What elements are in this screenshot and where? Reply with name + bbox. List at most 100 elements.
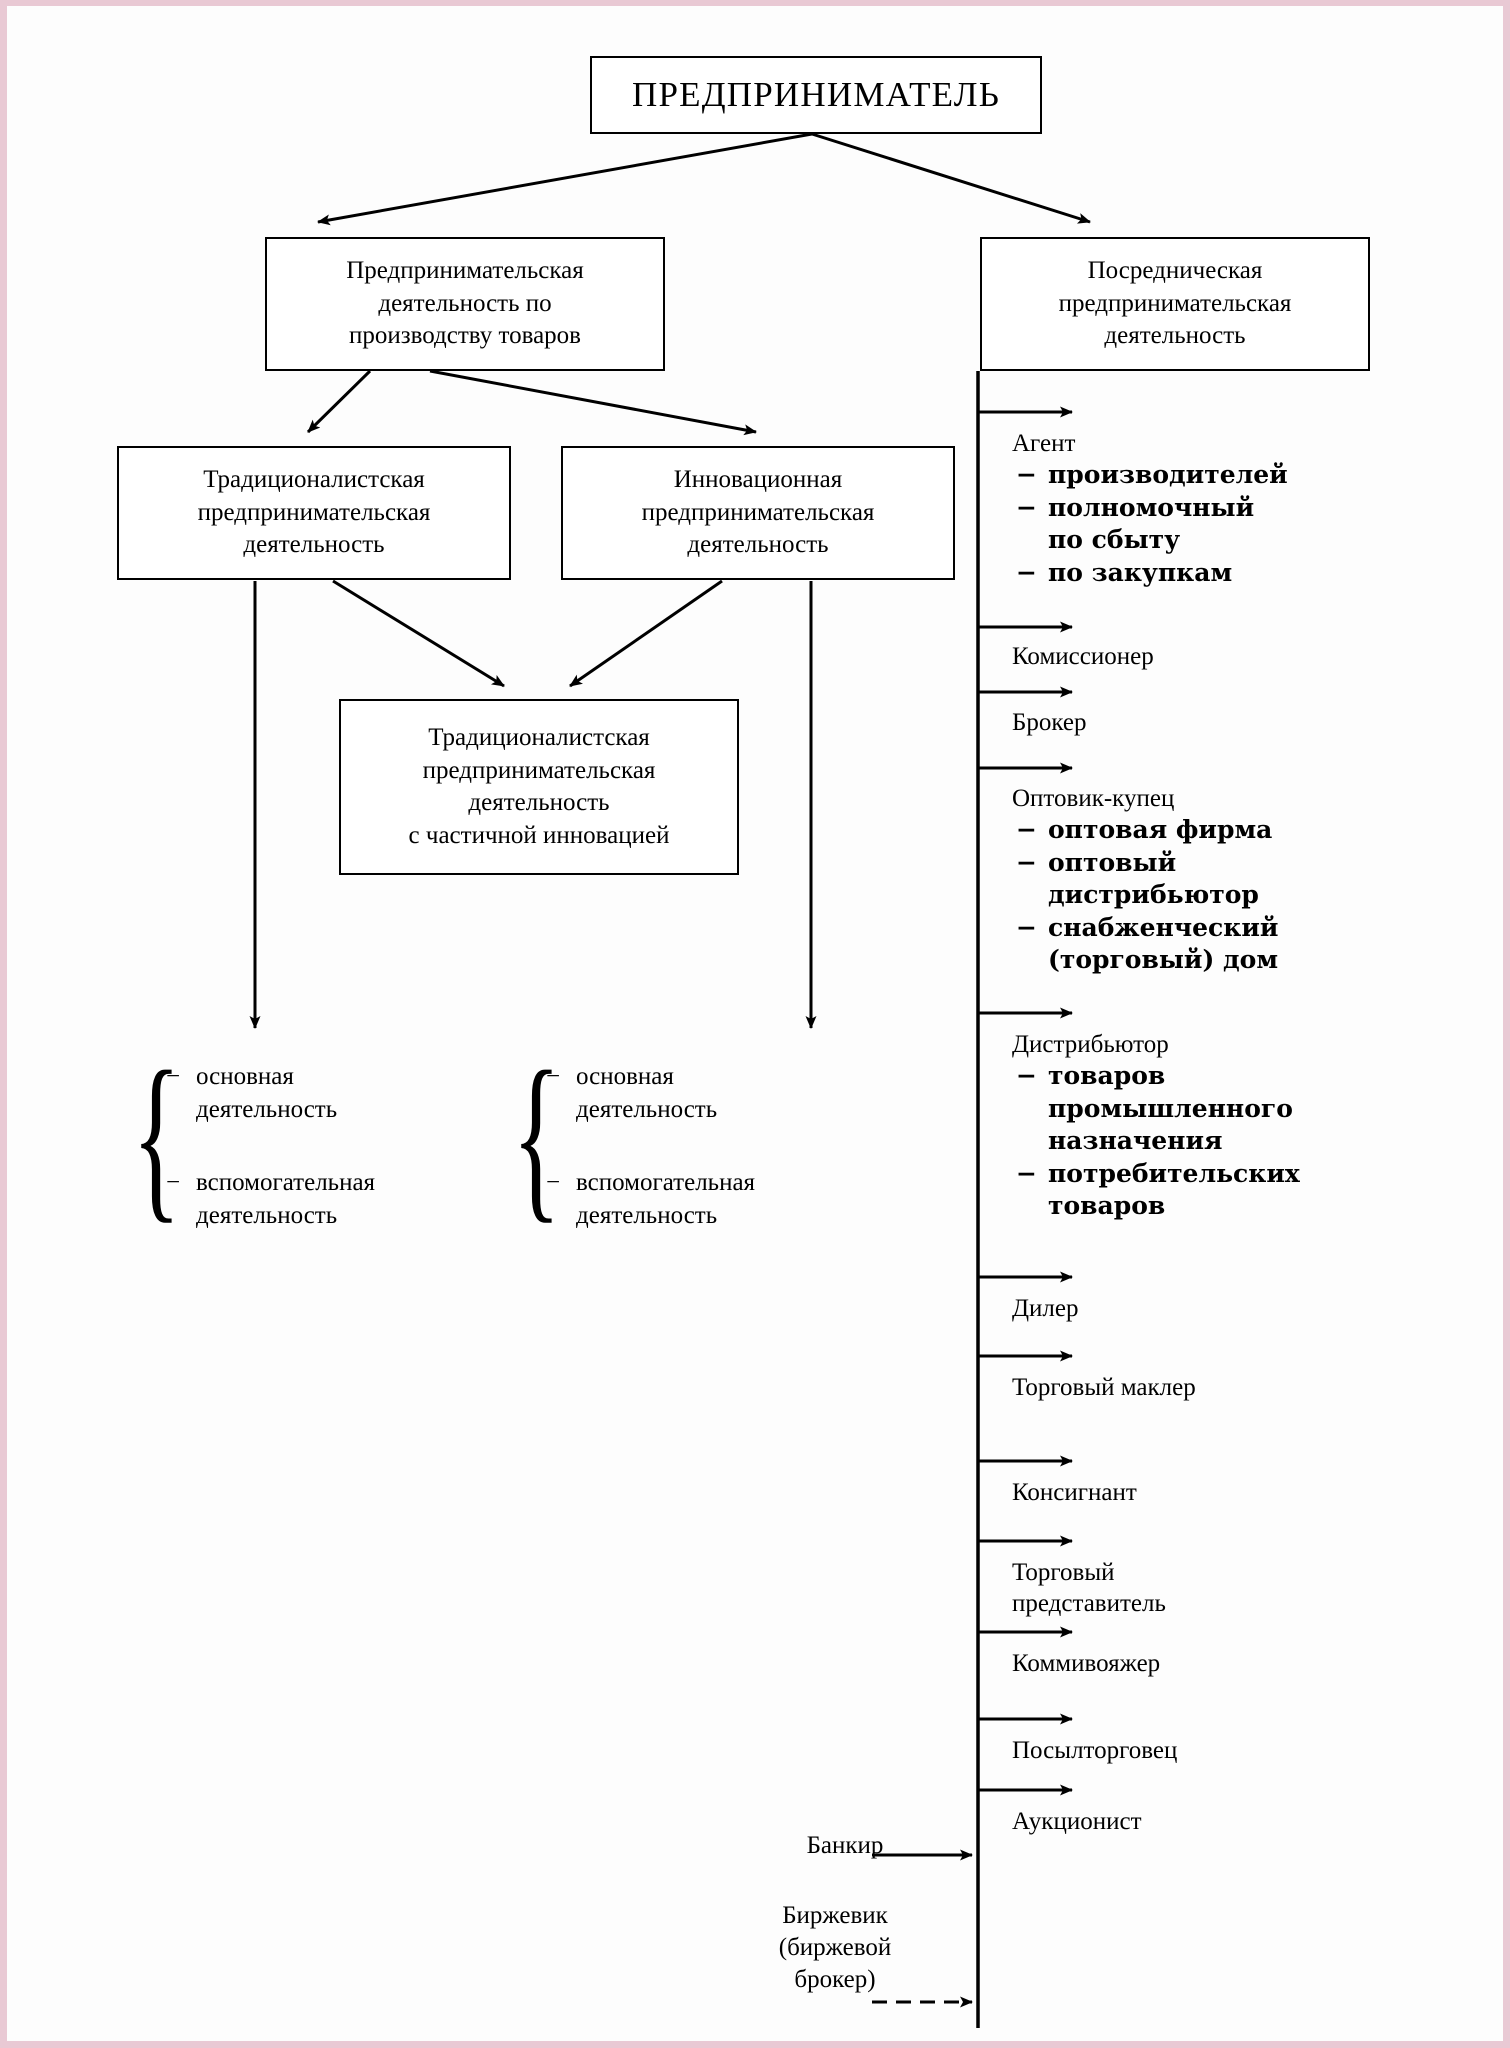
box-innovative-line3: деятельность xyxy=(687,531,829,559)
box-production-activity[interactable]: Предпринимательская деятельность по прои… xyxy=(265,237,665,371)
list-item-broker[interactable]: Брокер xyxy=(1012,707,1342,738)
box-traditional-activity[interactable]: Традиционалистская предпринимательская д… xyxy=(117,446,511,580)
list-item-distributor-label: Дистрибьютор xyxy=(1012,1031,1169,1058)
sublist-distributor-item-1-line2: товаров xyxy=(1048,1191,1166,1221)
brace-right-item-main: − основная деятельность xyxy=(546,1060,846,1126)
dash-icon: − xyxy=(1016,492,1037,522)
sublist-agent-item-1-line2: по сбыту xyxy=(1048,525,1181,555)
list-item-commission-agent-label: Комиссионер xyxy=(1012,643,1154,670)
label-exchange-broker-line3: брокер) xyxy=(794,1966,876,1993)
list-item-agent[interactable]: Агент − производителей − полномочный по … xyxy=(1012,428,1342,589)
box-partial-line1: Традиционалистская xyxy=(428,724,650,751)
label-banker-text: Банкир xyxy=(806,1832,884,1859)
dash-icon: − xyxy=(546,1169,561,1196)
list-item-trade-broker[interactable]: Торговый маклер xyxy=(1012,1372,1342,1403)
page-edge-right xyxy=(1503,0,1510,2048)
list-item-commission-agent[interactable]: Комиссионер xyxy=(1012,641,1342,672)
curly-brace-icon: { xyxy=(132,1034,181,1239)
dash-icon: − xyxy=(546,1063,561,1090)
list-item-mail-order-trader[interactable]: Посылторговец xyxy=(1012,1735,1342,1766)
label-exchange-broker[interactable]: Биржевик (биржевой брокер) xyxy=(735,1900,935,1996)
list-item-sales-representative-label-line2: представитель xyxy=(1012,1590,1166,1618)
list-item-distributor[interactable]: Дистрибьютор − товаров промышленного наз… xyxy=(1012,1029,1342,1223)
sublist-wholesale-item-1-line2: дистрибьютор xyxy=(1048,880,1259,910)
list-item-sales-representative-label-line1: Торговый xyxy=(1012,1559,1115,1586)
dash-icon: − xyxy=(166,1063,181,1090)
sublist-wholesale-item-0: − оптовая фирма xyxy=(1012,814,1342,847)
list-item-dealer[interactable]: Дилер xyxy=(1012,1293,1342,1324)
spacer xyxy=(166,1126,466,1166)
sublist-agent-item-2: − по закупкам xyxy=(1012,557,1342,590)
page-edge-bottom xyxy=(0,2041,1510,2048)
sublist-wholesale-merchant: − оптовая фирма − оптовый дистрибьютор −… xyxy=(1012,814,1342,977)
sublist-distributor: − товаров промышленного назначения − пот… xyxy=(1012,1060,1342,1223)
box-partial-line2: предпринимательская xyxy=(422,756,656,784)
dash-icon: − xyxy=(166,1169,181,1196)
list-item-consignor-label: Консигнант xyxy=(1012,1479,1137,1506)
box-traditional-line3: деятельность xyxy=(243,531,385,559)
box-mediation-activity[interactable]: Посредническая предпринимательская деяте… xyxy=(980,237,1370,371)
sublist-wholesale-item-2: − снабженческий (торговый) дом xyxy=(1012,912,1342,977)
spacer xyxy=(546,1126,846,1166)
box-traditional-line1: Традиционалистская xyxy=(203,466,425,494)
brace-left-item-main-line1: основная xyxy=(196,1063,294,1090)
sublist-agent-item-0-line1: производителей xyxy=(1048,460,1288,490)
box-traditional-line2: предпринимательская xyxy=(197,498,431,526)
sublist-wholesale-item-2-line2: (торговый) дом xyxy=(1048,945,1279,975)
sublist-distributor-item-0-line2: промышленного xyxy=(1048,1093,1293,1123)
sublist-agent: − производителей − полномочный по сбыту … xyxy=(1012,459,1342,589)
sublist-agent-item-0: − производителей xyxy=(1012,459,1342,492)
box-innovative-activity[interactable]: Инновационная предпринимательская деятел… xyxy=(561,446,955,580)
box-mediation-line3: деятельность xyxy=(1104,322,1246,350)
sublist-distributor-item-0-line1: товаров xyxy=(1048,1061,1166,1091)
list-item-auctioneer[interactable]: Аукционист xyxy=(1012,1806,1342,1837)
box-production-line1: Предпринимательская xyxy=(346,257,584,285)
box-partial-line4: с частичной инновацией xyxy=(408,821,670,849)
brace-right-item-aux: − вспомогательная деятельность xyxy=(546,1166,846,1232)
brace-right-item-aux-line1: вспомогательная xyxy=(576,1169,756,1196)
sublist-wholesale-item-0-line1: оптовая фирма xyxy=(1048,815,1273,845)
sublist-distributor-item-1-line1: потребительских xyxy=(1048,1158,1300,1188)
list-item-consignor[interactable]: Консигнант xyxy=(1012,1477,1342,1508)
box-production-line2: деятельность по xyxy=(378,289,552,317)
box-partial-line3: деятельность xyxy=(468,789,610,816)
sublist-distributor-item-0: − товаров промышленного назначения xyxy=(1012,1060,1342,1158)
box-partial-innovation-activity[interactable]: Традиционалистская предпринимательская д… xyxy=(339,699,739,875)
brace-left-item-aux-line2: деятельность xyxy=(196,1202,338,1229)
list-item-wholesale-merchant[interactable]: Оптовик-купец − оптовая фирма − оптовый … xyxy=(1012,783,1342,977)
label-exchange-broker-line1: Биржевик xyxy=(782,1902,888,1929)
list-item-trade-broker-label: Торговый маклер xyxy=(1012,1374,1196,1401)
list-item-agent-label: Агент xyxy=(1012,430,1076,457)
list-item-auctioneer-label: Аукционист xyxy=(1012,1808,1142,1835)
brace-right-item-aux-line2: деятельность xyxy=(576,1202,718,1229)
label-exchange-broker-line2: (биржевой xyxy=(778,1934,892,1961)
list-item-sales-representative[interactable]: Торговый представитель xyxy=(1012,1557,1342,1620)
list-item-wholesale-merchant-label: Оптовик-купец xyxy=(1012,785,1175,812)
list-item-travelling-salesman[interactable]: Коммивояжер xyxy=(1012,1648,1342,1679)
sublist-wholesale-item-1-line1: оптовый xyxy=(1048,847,1177,877)
brace-left-item-aux: − вспомогательная деятельность xyxy=(166,1166,466,1232)
list-item-broker-label: Брокер xyxy=(1012,709,1087,736)
box-entrepreneur[interactable]: ПРЕДПРИНИМАТЕЛЬ xyxy=(590,56,1042,134)
brace-left-item-main-line2: деятельность xyxy=(196,1096,338,1123)
box-entrepreneur-label: ПРЕДПРИНИМАТЕЛЬ xyxy=(631,75,1001,115)
dash-icon: − xyxy=(1016,1158,1037,1188)
curly-brace-icon: { xyxy=(512,1034,561,1239)
box-mediation-line1: Посредническая xyxy=(1087,257,1263,285)
sublist-distributor-item-1: − потребительских товаров xyxy=(1012,1158,1342,1223)
dash-icon: − xyxy=(1016,460,1037,490)
box-innovative-line2: предпринимательская xyxy=(641,498,875,526)
list-item-travelling-salesman-label: Коммивояжер xyxy=(1012,1650,1161,1677)
label-banker[interactable]: Банкир xyxy=(755,1830,935,1862)
sublist-wholesale-item-2-line1: снабженческий xyxy=(1048,912,1279,942)
box-mediation-line2: предпринимательская xyxy=(1058,289,1292,317)
brace-left-item-aux-line1: вспомогательная xyxy=(196,1169,376,1196)
dash-icon: − xyxy=(1016,1061,1037,1091)
sublist-distributor-item-0-line3: назначения xyxy=(1048,1126,1223,1156)
brace-right-item-main-line2: деятельность xyxy=(576,1096,718,1123)
list-item-dealer-label: Дилер xyxy=(1012,1295,1079,1322)
dash-icon: − xyxy=(1016,847,1037,877)
dash-icon: − xyxy=(1016,815,1037,845)
sublist-agent-item-2-line1: по закупкам xyxy=(1048,557,1233,587)
